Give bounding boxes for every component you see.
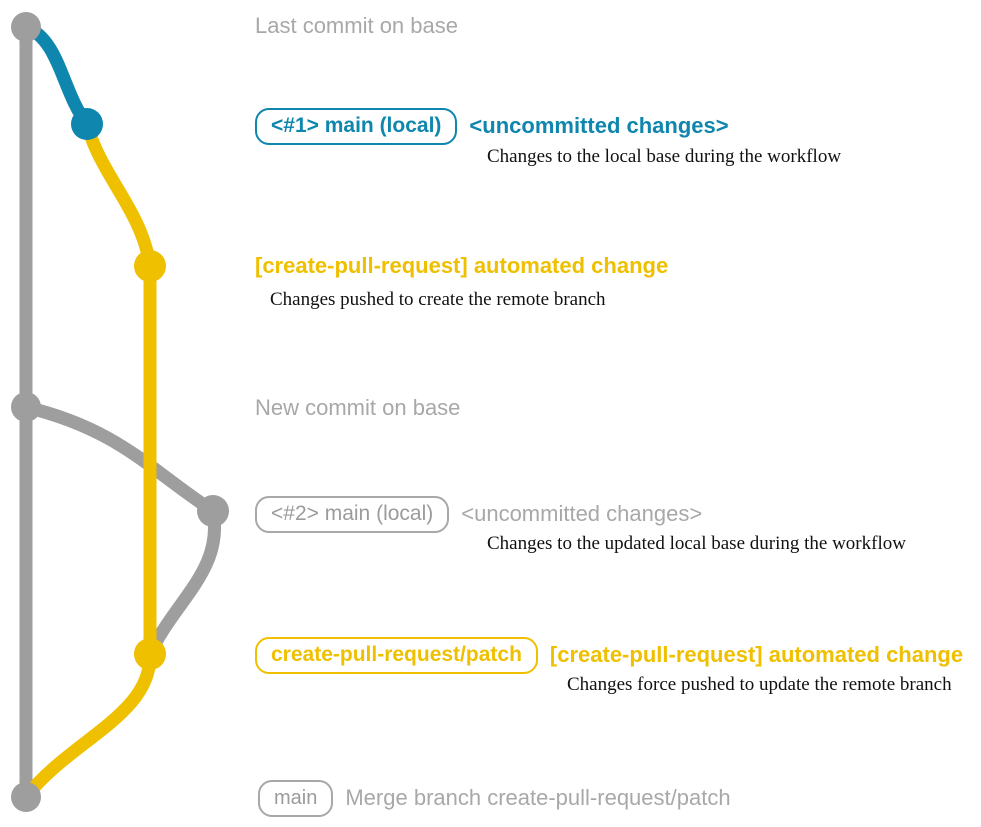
branch-badge-main[interactable]: main xyxy=(258,780,334,817)
node-merge[interactable] xyxy=(11,782,41,812)
node-patch-2[interactable] xyxy=(134,638,166,670)
branch-badge-local-1[interactable]: <#1> main (local) xyxy=(255,108,458,145)
git-graph-nodes xyxy=(11,12,229,812)
commit-row-local-1: <#1> main (local) <uncommitted changes> xyxy=(255,108,729,145)
node-local-1[interactable] xyxy=(71,108,103,140)
commit-headline-last-commit-on-base: Last commit on base xyxy=(255,13,458,38)
edge-patch2-to-merge xyxy=(19,647,157,804)
edge-local1-to-patch1 xyxy=(80,117,157,273)
commit-subject-local-2: <uncommitted changes> xyxy=(461,501,703,526)
commit-subject-merge: Merge branch create-pull-request/patch xyxy=(345,785,731,810)
node-base-last[interactable] xyxy=(11,12,41,42)
branch-badge-patch[interactable]: create-pull-request/patch xyxy=(255,637,538,674)
commit-caption-local-1: Changes to the local base during the wor… xyxy=(487,146,842,167)
commit-caption-local-2: Changes to the updated local base during… xyxy=(487,533,906,554)
commit-subject-patch-2: [create-pull-request] automated change xyxy=(549,642,964,667)
node-base-new[interactable] xyxy=(11,392,41,422)
commit-caption-patch-1: Changes pushed to create the remote bran… xyxy=(270,289,606,310)
commit-row-local-2: <#2> main (local) <uncommitted changes> xyxy=(255,496,702,533)
commit-row-merge: main Merge branch create-pull-request/pa… xyxy=(258,780,731,817)
commit-headline-patch-1: [create-pull-request] automated change xyxy=(255,253,669,278)
commit-subject-local-1: <uncommitted changes> xyxy=(469,113,729,138)
node-local-2[interactable] xyxy=(197,495,229,527)
edge-local2-to-patch2 xyxy=(143,504,221,661)
commit-caption-patch-2: Changes force pushed to update the remot… xyxy=(567,674,952,695)
branch-badge-local-2[interactable]: <#2> main (local) xyxy=(255,496,450,533)
commit-headline-new-commit-on-base: New commit on base xyxy=(255,395,461,420)
edge-base-to-local2 xyxy=(19,400,220,518)
node-patch-1[interactable] xyxy=(134,250,166,282)
commit-row-patch-2: create-pull-request/patch [create-pull-r… xyxy=(255,637,963,674)
